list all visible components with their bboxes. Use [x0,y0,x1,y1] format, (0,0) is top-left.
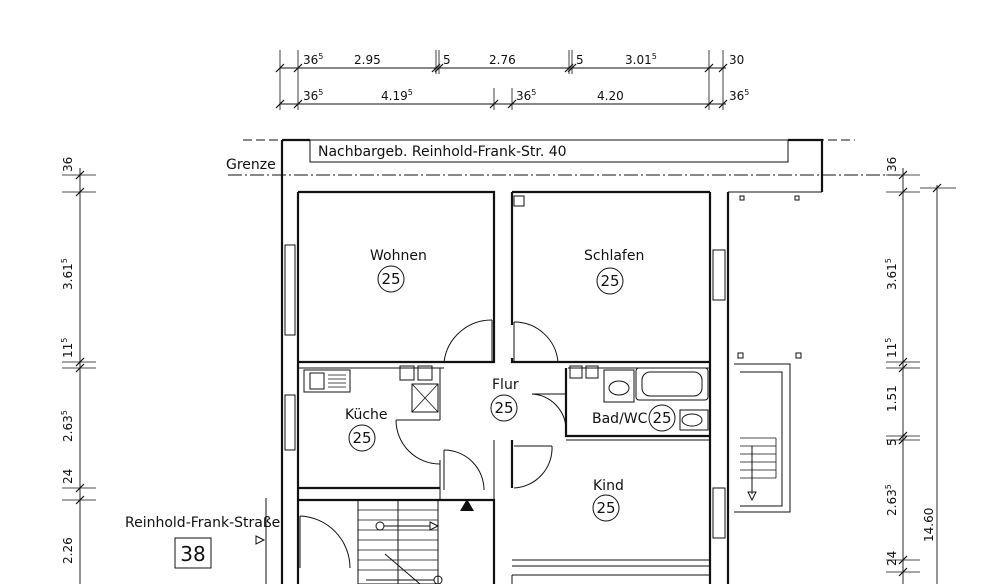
right-dimension-chain: 36 3.615 115 1.51 5 2.635 24 14.60 [884,157,956,584]
dim-top2-3: 4.20 [597,89,624,103]
doors [299,319,567,569]
dim-top1-0: 365 [303,52,323,67]
dim-left-5: 2.26 [61,537,75,564]
dim-right-0: 36 [885,157,899,172]
dim-right-2: 115 [884,338,899,358]
dim-top1-5: 3.015 [625,52,657,67]
dim-left-4: 24 [61,469,75,484]
balcony [734,195,802,513]
room-kind: Kind 25 [592,478,624,522]
dim-left-0: 36 [61,157,75,172]
svg-text:25: 25 [352,429,371,447]
boundary: Nachbargeb. Reinhold-Frank-Str. 40 Grenz… [226,139,900,176]
dim-left-2: 115 [60,338,75,358]
dim-top2-0: 365 [303,88,323,103]
svg-text:25: 25 [652,409,671,427]
room-schlafen: Schlafen 25 [584,248,644,295]
bath-fixtures [569,365,709,431]
outer-walls [280,138,824,584]
house-number-box [174,537,212,569]
kitchen-fixtures [303,195,525,413]
dim-right-6: 24 [885,551,899,566]
svg-text:Wohnen: Wohnen [370,248,427,264]
dim-top2-4: 365 [729,88,749,103]
dim-right-5: 2.635 [884,484,899,516]
svg-text:25: 25 [381,270,400,288]
dim-top1-3: 2.76 [489,53,516,67]
dim-top1-2: 5 [443,53,451,67]
room-kueche: Küche 25 [345,407,388,452]
svg-text:Küche: Küche [345,407,388,423]
dim-left-3: 2.635 [60,410,75,442]
neighbor-building [309,139,789,163]
street-address: Reinhold-Frank-Straße 38 [125,515,280,569]
room-bad-wc: Bad/WC 25 [592,404,676,432]
room-labels: Wohnen 25 Schlafen 25 Küche 25 Flur 25 B… [345,248,676,522]
house-number: 38 [180,542,205,566]
stairs [255,498,474,584]
dim-top1-6: 30 [729,53,744,67]
boundary-label: Grenze [226,157,276,173]
street-name: Reinhold-Frank-Straße [125,515,280,531]
svg-text:25: 25 [494,399,513,417]
neighbor-label: Nachbargeb. Reinhold-Frank-Str. 40 [318,144,567,160]
dim-top1-4: 5 [576,53,584,67]
svg-text:Bad/WC: Bad/WC [592,411,648,427]
room-flur: Flur 25 [490,377,519,422]
dim-right-3: 1.51 [885,385,899,412]
dim-right-total: 14.60 [922,508,936,542]
dim-right-1: 3.615 [884,258,899,290]
room-wohnen: Wohnen 25 [370,248,427,293]
left-dimension-chain: 36 3.615 115 2.635 24 2.26 [60,157,96,584]
svg-text:Kind: Kind [593,478,624,494]
dim-left-1: 3.615 [60,258,75,290]
svg-text:25: 25 [600,272,619,290]
top-dimension-chains: 365 2.95 5 2.76 5 3.015 30 365 4.195 365… [275,50,749,110]
svg-text:Flur: Flur [492,377,519,393]
svg-text:25: 25 [596,499,615,517]
dim-top1-1: 2.95 [354,53,381,67]
dim-top2-2: 365 [516,88,536,103]
svg-text:Schlafen: Schlafen [584,248,644,264]
dim-top2-1: 4.195 [381,88,413,103]
dim-right-4: 5 [885,438,899,446]
